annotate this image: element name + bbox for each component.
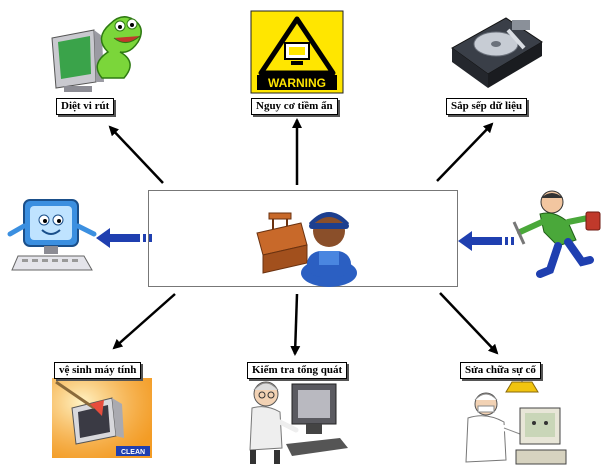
hard-drive-icon [451,17,543,88]
arrow-top-left [108,125,164,184]
clean-badge-text: CLEAN [121,449,145,456]
repairman-running-icon [512,190,601,278]
technician-toolbox-icon [256,212,357,287]
label-hidden-risk: Nguy cơ tiềm ẩn [251,98,338,115]
cartoon-computer-icon [7,199,97,271]
arrow-bottom-center [290,293,301,356]
repair-doctor-icon [465,378,567,465]
blue-arrow-right [458,231,514,251]
virus-computer-icon [51,16,142,92]
label-virus-removal: Diệt vi rút [56,98,115,115]
arrow-bottom-left [112,293,176,350]
blue-arrow-left [96,228,152,248]
warning-sign-text: WARNING [268,76,326,90]
arrow-top-right [436,122,494,182]
warning-sign-icon: WARNING [250,10,344,94]
label-general-inspection: Kiểm tra tổng quát [247,362,348,379]
center-box [148,190,458,287]
label-troubleshooting: Sửa chữa sự cố [460,362,541,379]
label-computer-cleaning: vệ sinh máy tính [54,362,142,379]
cleaning-computer-icon: CLEAN [52,378,152,458]
inspection-computer-icon [249,381,348,464]
arrow-bottom-right [439,292,499,355]
label-data-arrangement: Sắp sếp dữ liệu [446,98,528,115]
